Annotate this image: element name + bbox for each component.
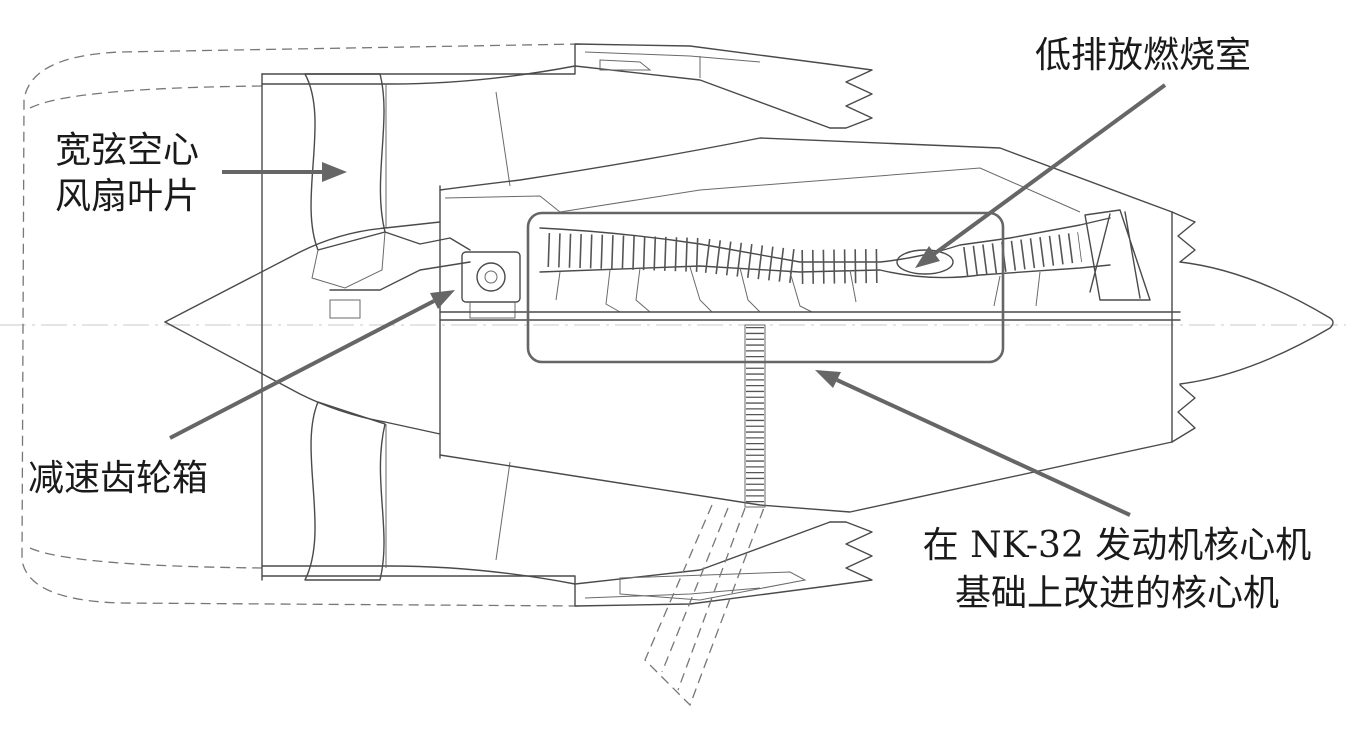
bypass-duct-outer-upper [261, 65, 831, 129]
reverser-door-inner-dashed [661, 507, 746, 691]
fan-case-lower [261, 575, 829, 607]
core-cowl-upper [439, 137, 1173, 213]
inlet-lip-upper-dashed [29, 85, 263, 109]
gearbox-housing [461, 251, 521, 303]
fan-blade-arrow [222, 162, 347, 182]
core-flowpath-inner [539, 264, 1111, 279]
fan-blade-root-upper [311, 231, 386, 289]
combustor-label: 低排放燃烧室 [1035, 35, 1251, 76]
combustor-arrow [915, 83, 1167, 268]
compressor-blades [547, 233, 879, 285]
thrust-reverser-upper [584, 51, 761, 78]
core-nozzle [1171, 211, 1334, 443]
core-engine [439, 209, 1181, 321]
nacelle-lower [261, 521, 873, 607]
combustor-arrow-line [932, 83, 1167, 256]
core-arrow-head [815, 370, 841, 388]
reverser-door-dashed [644, 504, 766, 707]
inlet-lip-lower-dashed [29, 547, 263, 569]
gearbox-label: 减速齿轮箱 [28, 458, 208, 499]
tail-cone [1179, 261, 1334, 385]
bypass-duct-outer-lower [261, 521, 831, 585]
gearbox-mount [329, 299, 516, 319]
core-cowl-lower [439, 441, 1173, 513]
ladder-frame [744, 324, 766, 508]
gearbox-arrow-head [430, 290, 455, 309]
fan-blade-upper [304, 73, 386, 251]
core-arrow [815, 370, 1131, 517]
nacelle-upper [261, 43, 873, 129]
outlet-guide-vanes [385, 84, 511, 568]
combustor-arrow-head [915, 246, 940, 268]
bypass-nozzle-chevrons-lower [827, 521, 873, 587]
gearbox-arrow-line [169, 299, 435, 440]
core-label-line1: 在 NK-32 发动机核心机 [923, 525, 1312, 566]
thrust-reverser-deployed [644, 504, 766, 707]
core-arrow-line [836, 378, 1131, 517]
core-callout-box [526, 211, 1005, 364]
fan-blade-arrow-head [322, 162, 347, 182]
reduction-gearbox [329, 231, 521, 319]
fan-case-upper [261, 43, 829, 75]
core-cowl-inner-upper [444, 167, 1081, 213]
accessory-ladder [744, 324, 766, 508]
nacelle-dashed-outline [21, 43, 581, 607]
combustor-liner [896, 249, 954, 275]
core-chevrons-lower [1171, 384, 1196, 443]
spinner [164, 221, 441, 435]
spinner-cone [164, 221, 441, 323]
spinner-cone-lower [164, 321, 441, 435]
low-pressure-shaft [439, 311, 1181, 321]
fan-blade-label-line2: 风扇叶片 [55, 176, 199, 217]
core-cowl [439, 137, 1173, 513]
core-label-line2: 基础上改进的核心机 [955, 573, 1279, 614]
nacelle-outer-dashed [21, 43, 581, 607]
gearbox-planet-gear [484, 270, 498, 284]
fan-blade-lower [304, 401, 386, 581]
fan-blade-label-line1: 宽弦空心 [55, 130, 199, 171]
gearbox-arrow [169, 290, 455, 440]
compressor-disks [555, 266, 1041, 313]
core-chevrons-upper [1171, 211, 1196, 263]
turbine-rear-frame [1084, 209, 1151, 301]
core-flowpath-outer [539, 217, 1111, 263]
turbine-blades [963, 232, 1082, 277]
bypass-nozzle-chevrons-upper [827, 63, 873, 129]
gearbox-drive-shaft [329, 231, 471, 291]
thrust-reverser-lower [584, 571, 807, 601]
gearbox-sun-gear [476, 262, 506, 292]
fan-blades [304, 73, 511, 581]
